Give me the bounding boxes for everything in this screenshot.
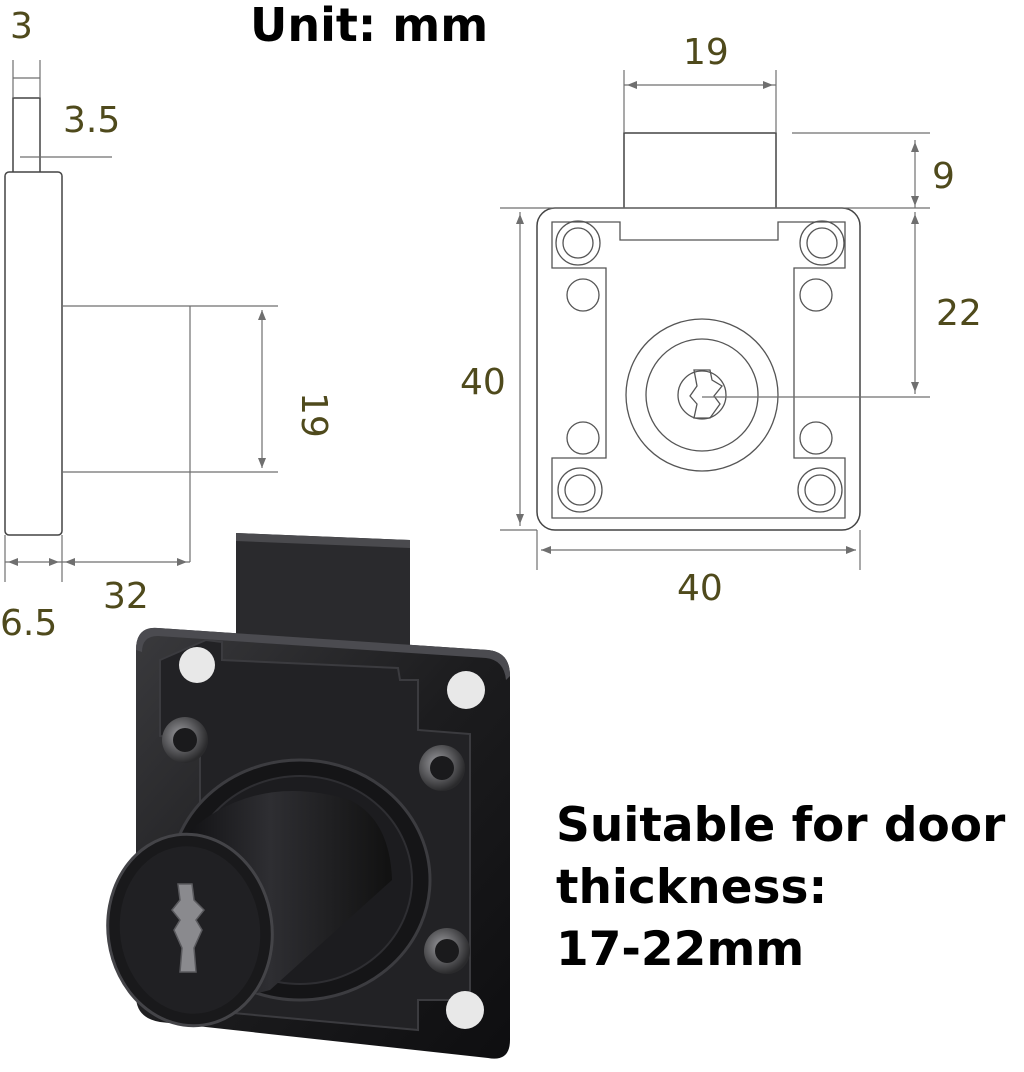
- side-view-drawing: 3 3.5 19 6.5 32: [0, 6, 334, 644]
- lock-product-image: [106, 533, 510, 1059]
- dim-front-plate-height: 40: [460, 362, 506, 403]
- door-note-line-2: thickness:: [556, 860, 828, 915]
- dim-side-body-height: 19: [293, 392, 334, 438]
- dim-front-bolt-height: 9: [932, 156, 955, 197]
- lock-mount-holes: [162, 647, 485, 1029]
- lock-bolt: [236, 533, 410, 650]
- side-tab: [12, 97, 41, 175]
- door-note-line-3: 17-22mm: [556, 922, 805, 977]
- dim-side-plate-thickness: 6.5: [0, 603, 57, 644]
- dim-side-body-depth: 32: [103, 576, 149, 617]
- dim-front-center-offset: 22: [936, 293, 982, 334]
- dim-front-plate-width: 40: [677, 568, 723, 609]
- dim-side-tab-width: 3: [10, 6, 33, 47]
- front-plate-recess: [551, 221, 846, 519]
- dim-front-bolt-width: 19: [683, 32, 729, 73]
- dim-side-tab-offset: 3.5: [63, 100, 120, 141]
- unit-title: Unit: mm: [250, 0, 489, 52]
- front-key-cylinder: [625, 318, 779, 472]
- front-mount-holes: [555, 220, 845, 513]
- front-view-drawing: 19 9 22 40 40: [460, 32, 982, 609]
- side-plate: [4, 171, 63, 536]
- keyhole-icon: [171, 883, 206, 973]
- door-note-line-1: Suitable for door: [556, 798, 1006, 853]
- front-bolt: [623, 132, 777, 212]
- door-thickness-note: Suitable for door thickness: 17-22mm: [556, 795, 1005, 981]
